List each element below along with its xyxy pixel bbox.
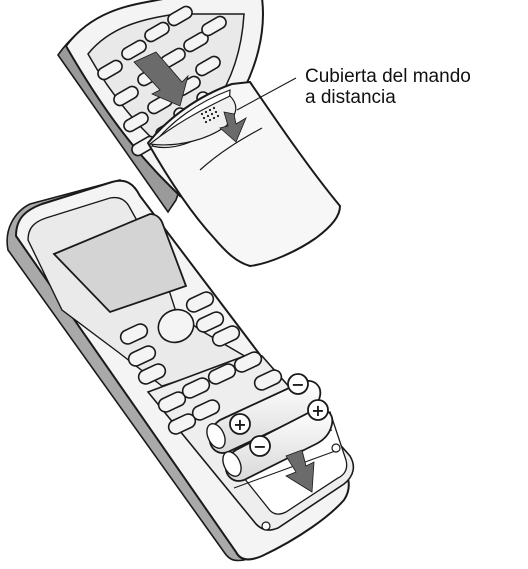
- bottom-remote-buttons: [119, 291, 241, 385]
- callout-label: Cubierta del mando a distancia: [305, 66, 471, 108]
- insert-arrow: [285, 449, 315, 493]
- polarity-minus-badge-1: [287, 373, 309, 395]
- remote-cover: [146, 80, 342, 268]
- battery-cell-2: [222, 408, 334, 482]
- polarity-plus-badge-2: [229, 413, 251, 435]
- callout-line-1: Cubierta del mando: [305, 66, 471, 87]
- slide-arrow: [133, 51, 189, 107]
- lcd-screen: [52, 213, 188, 314]
- plus-sign: +: [311, 401, 324, 420]
- callout-line-2: a distancia: [305, 87, 396, 108]
- minus-sign: −: [253, 437, 266, 456]
- polarity-plus-badge-1: [307, 399, 329, 421]
- slide-arrow-cover: [219, 111, 247, 143]
- callout-leader: [236, 77, 297, 111]
- plus-sign: +: [233, 415, 246, 434]
- polarity-minus-badge-2: [249, 435, 271, 457]
- lower-keys: [157, 351, 283, 435]
- minus-sign: −: [291, 375, 304, 394]
